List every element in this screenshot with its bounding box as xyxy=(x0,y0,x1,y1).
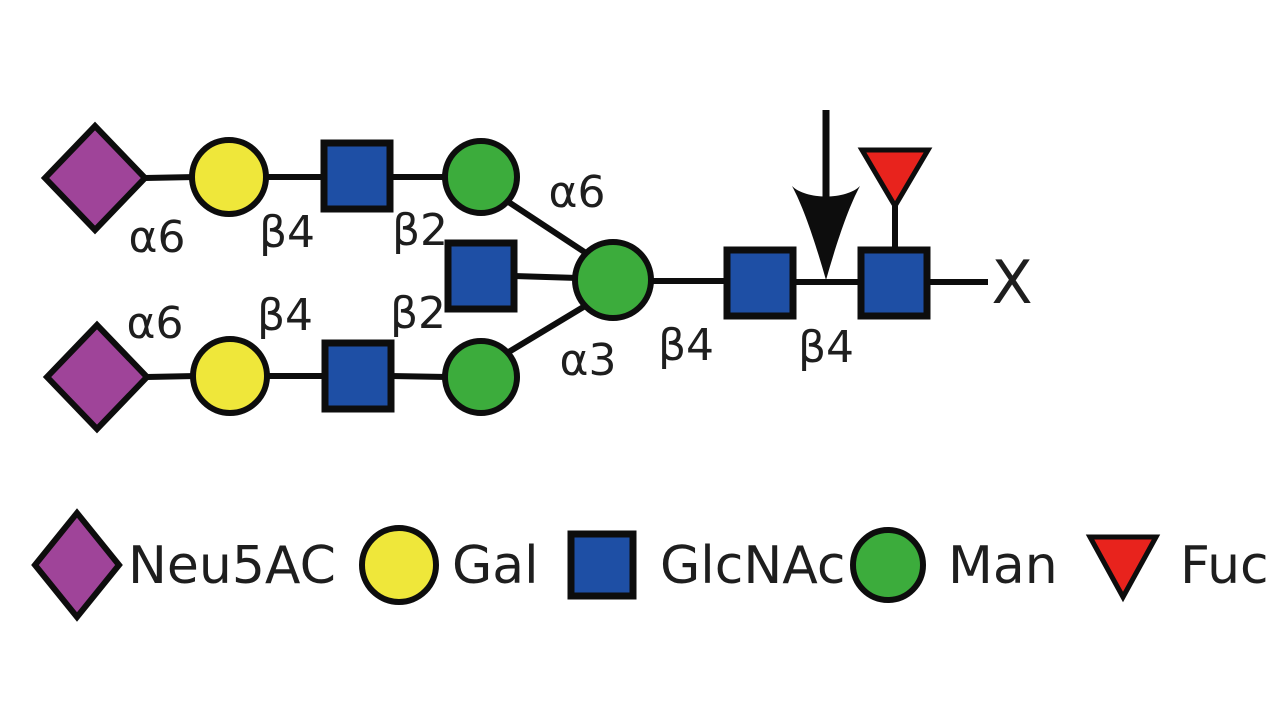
link-man-top-to-core xyxy=(505,198,594,260)
gal-node-bottom xyxy=(190,336,270,416)
linkage-label-bottom-a6: α6 xyxy=(127,298,184,349)
cleavage-arrow-icon xyxy=(792,110,860,280)
glcnac-node-core-1 xyxy=(723,246,797,320)
cleavage-arrow-head xyxy=(792,186,860,280)
glcnac-node-top xyxy=(320,139,394,213)
glcnac-node-bottom xyxy=(321,339,395,413)
linkage-label-arm-a6: α6 xyxy=(549,167,606,218)
legend-neu5ac-label: Neu5AC xyxy=(128,536,336,596)
legend-fuc-icon xyxy=(1085,534,1161,603)
glcnac-node-core-2 xyxy=(857,246,931,320)
linkage-label-core-b4-1: β4 xyxy=(658,320,714,371)
linkage-label-bottom-b2: β2 xyxy=(390,288,446,339)
legend: Neu5AC Gal GlcNAc Man Fuc xyxy=(31,508,1269,622)
linkage-label-top-a6: α6 xyxy=(129,212,186,263)
link-man-bottom-to-core xyxy=(505,300,592,356)
bottom-branch-links xyxy=(146,300,592,380)
man-node-core xyxy=(572,239,654,321)
man-node-bottom xyxy=(442,338,520,416)
link-neu5ac-gal-bottom xyxy=(146,373,197,380)
terminal-x-label: X xyxy=(991,248,1032,318)
legend-glcnac-label: GlcNAc xyxy=(660,536,845,596)
fuc-node-core xyxy=(857,147,933,211)
link-glcnac-man-bottom xyxy=(390,373,448,380)
linkage-label-core-b4-2: β4 xyxy=(798,322,854,373)
man-node-top xyxy=(442,138,520,216)
link-neu5ac-gal-top xyxy=(144,174,197,181)
linkage-label-top-b4: β4 xyxy=(259,207,315,258)
linkage-label-arm-a3: α3 xyxy=(560,335,617,386)
core-links xyxy=(513,206,988,285)
glcnac-node-bisecting xyxy=(444,239,518,313)
linkage-label-bottom-b4: β4 xyxy=(257,290,313,341)
neu5ac-node-top xyxy=(40,121,150,235)
legend-fuc-label: Fuc xyxy=(1180,536,1269,596)
legend-man-label: Man xyxy=(948,536,1058,596)
top-branch-links xyxy=(144,174,594,260)
link-bisecting-glcnac-man xyxy=(513,273,579,281)
legend-gal-icon xyxy=(359,525,439,605)
linkage-label-top-b2: β2 xyxy=(392,205,448,256)
gal-node-top xyxy=(189,137,269,217)
legend-gal-label: Gal xyxy=(452,536,539,596)
legend-neu5ac-icon xyxy=(31,508,123,622)
legend-man-icon xyxy=(850,527,926,603)
neu5ac-node-bottom xyxy=(42,320,152,434)
legend-glcnac-icon xyxy=(567,530,637,600)
